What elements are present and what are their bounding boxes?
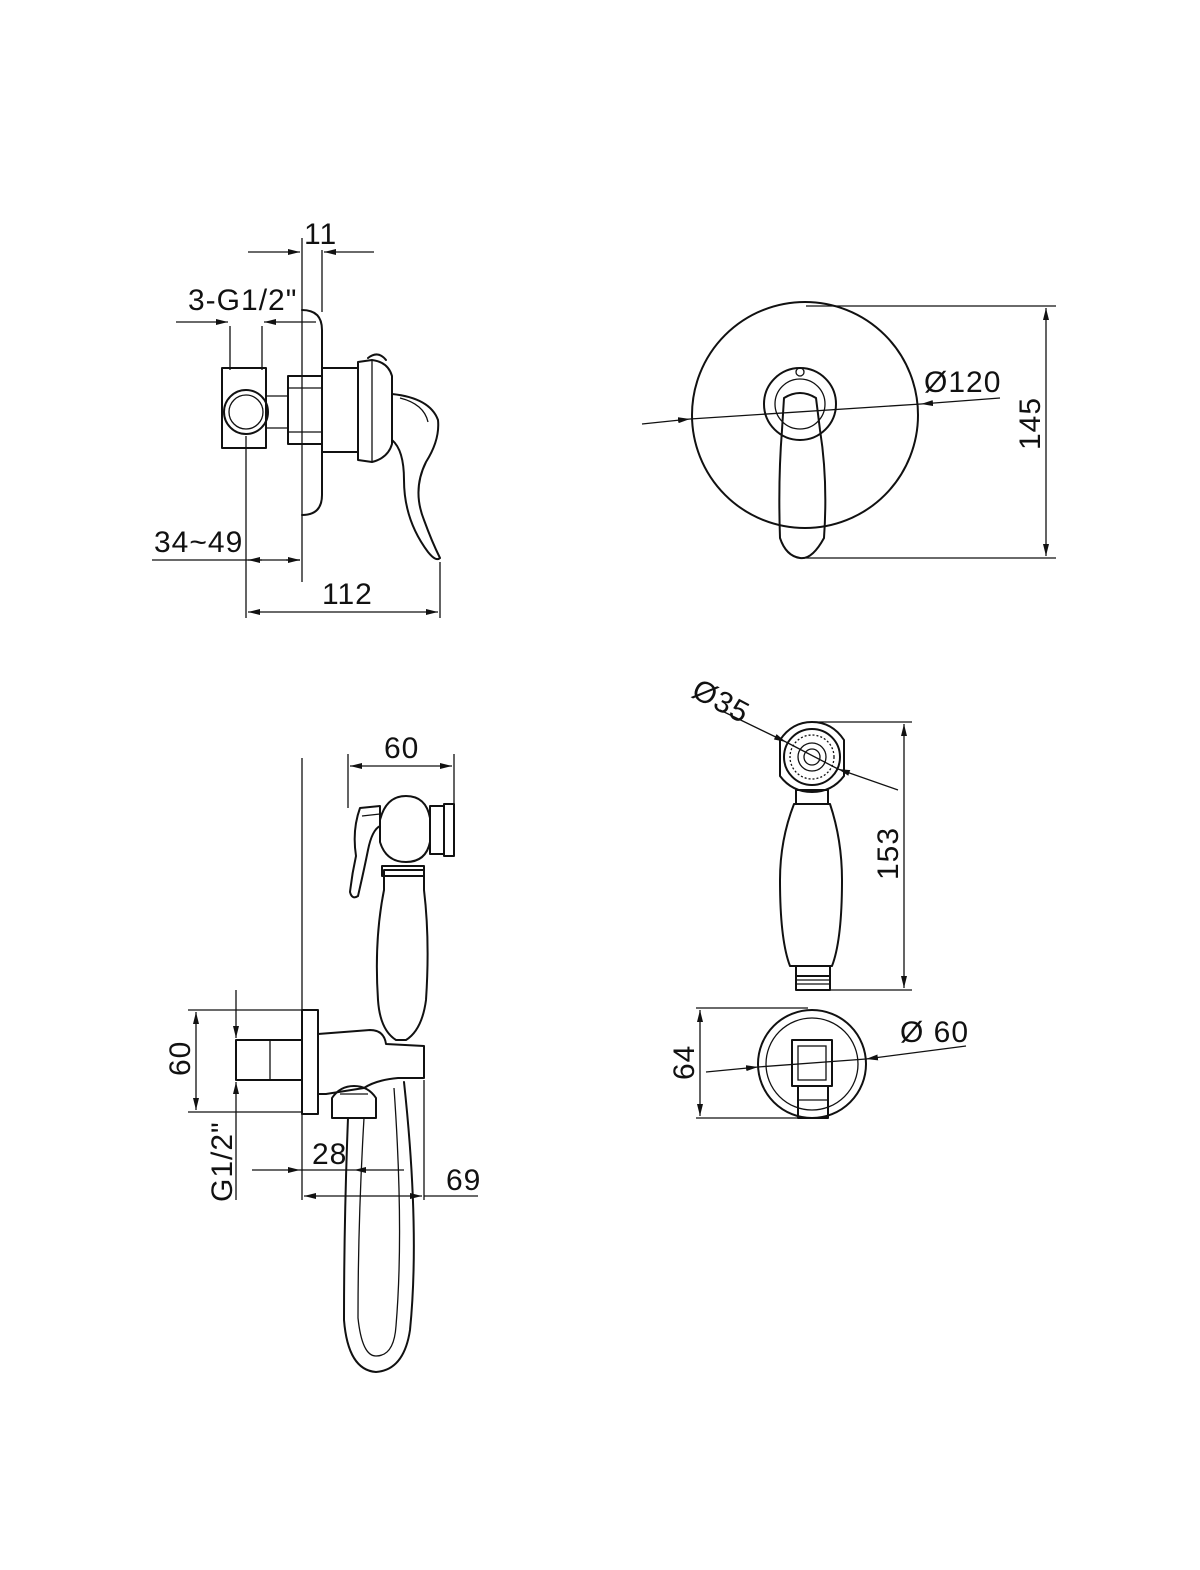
dim-outlet-thread: G1/2" <box>206 1121 239 1202</box>
dim-holder-height: 64 <box>668 1045 701 1080</box>
dim-inlets: 3-G1/2" <box>188 284 297 317</box>
dim-outlet-offset: 28 <box>312 1138 347 1171</box>
hand-shower-front-view: Ø35 153 <box>687 673 912 991</box>
dim-overall-height: 145 <box>1014 397 1047 450</box>
dim-bracket-height: 60 <box>164 1041 197 1076</box>
dim-plate-diameter: Ø120 <box>924 366 1001 399</box>
dim-overall-depth: 112 <box>322 578 373 611</box>
dim-shower-depth: 60 <box>384 732 419 765</box>
holder-side-view: 60 60 G1/2" 28 69 <box>164 732 481 1373</box>
valve-front-view: Ø120 145 <box>641 301 1056 560</box>
valve-side-view: 11 3-G1/2" 34~49 112 <box>152 218 441 618</box>
dim-holder-diameter: Ø 60 <box>900 1016 969 1049</box>
dim-depth-range: 34~49 <box>154 526 243 559</box>
dim-overall-depth-holder: 69 <box>446 1164 481 1197</box>
dim-plate-thickness: 11 <box>304 218 337 251</box>
holder-front-view: Ø 60 64 <box>668 1007 969 1119</box>
dim-shower-length: 153 <box>872 827 905 880</box>
